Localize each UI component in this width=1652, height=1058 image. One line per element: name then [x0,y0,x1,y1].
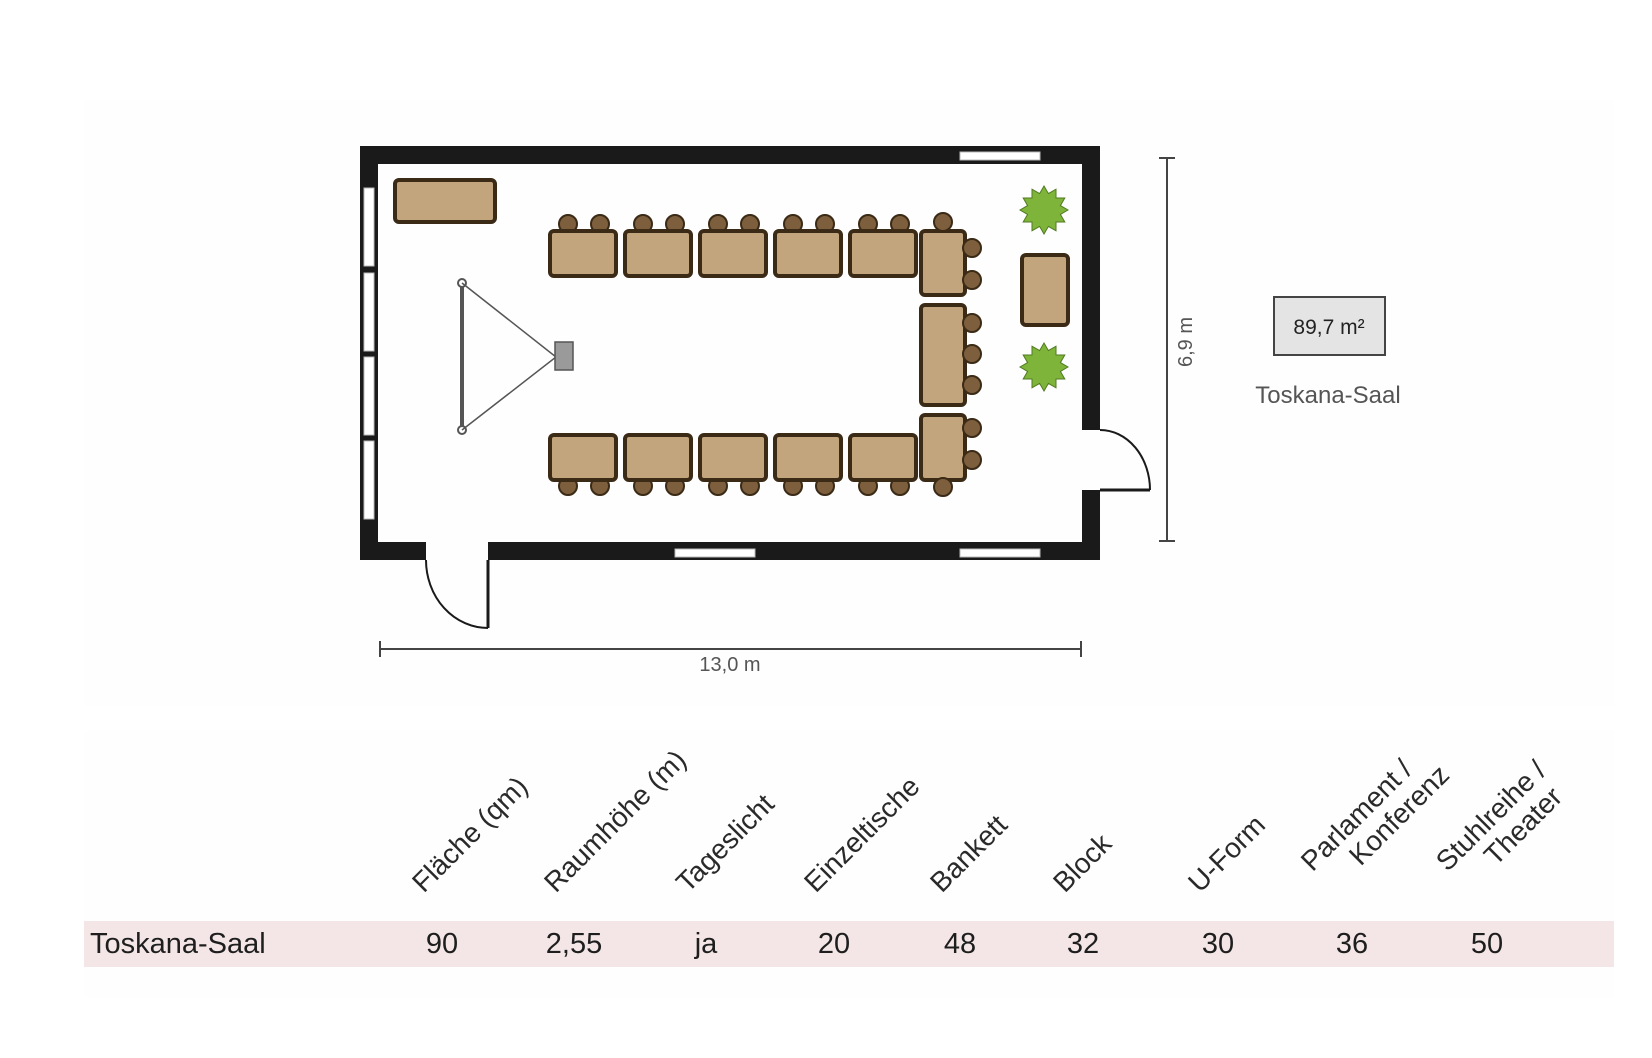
u-shape-table-layout [393,178,1070,497]
projector-screen-icon [457,278,574,435]
room-label: Toskana-Saal [1255,382,1400,409]
chair-right-0 [962,238,982,258]
table-bottom-2 [698,433,768,482]
window-0 [959,151,1041,161]
chair-right-5 [962,418,982,438]
chair-right-6 [962,450,982,470]
floor-plan: 13,0 m 6,9 m 89,7 m² Toskana-Saal [360,146,1401,676]
table-top-0 [548,229,618,278]
side-table [393,178,497,224]
dimension-lines [379,157,1175,657]
door-right-swing [1099,429,1151,491]
chair-right-1 [962,270,982,290]
table-bottom-0 [548,433,618,482]
plant-icon-top [1019,185,1069,235]
table-top-2 [698,229,768,278]
table-bottom-3 [773,433,843,482]
wall-bottom-right [488,542,1100,560]
area-label: 89,7 m² [1293,316,1364,339]
lectern-table [1020,253,1070,327]
room-name-cell: Toskana-Saal [90,928,266,960]
windows [363,151,1041,558]
window-left-1 [363,272,375,352]
doors [425,429,1151,629]
value-cell-2: ja [694,928,718,960]
value-cell-4: 48 [943,928,977,960]
width-dimension-label: 13,0 m [699,654,760,676]
chair-right-4 [962,375,982,395]
projector [554,341,574,371]
value-cell-0: 90 [425,928,459,960]
table-top-1 [623,229,693,278]
plant-icon-bottom [1019,342,1069,392]
height-dimension-label: 6,9 m [1175,317,1197,367]
value-cell-1: 2,55 [545,928,603,960]
table-row [84,921,1614,967]
area-box [1273,296,1386,356]
wall-bottom-left [360,542,426,560]
window-1 [674,548,756,558]
projection-beam [461,282,558,431]
chair-right-bottom [933,477,953,497]
wall-top [360,146,1100,164]
table-top-4 [848,229,918,278]
value-cell-8: 50 [1470,928,1504,960]
chair-right-2 [962,313,982,333]
door-left-swing [425,559,489,629]
window-2 [959,548,1041,558]
wall-right-top [1082,146,1100,430]
table-bottom-1 [623,433,693,482]
window-left-2 [363,356,375,436]
table-right-1 [919,303,967,407]
table-bottom-4 [848,433,918,482]
value-cell-3: 20 [817,928,851,960]
chair-right-3 [962,344,982,364]
wall-right-bottom [1082,490,1100,560]
table-top-3 [773,229,843,278]
table-right-2 [919,413,967,482]
table-right-0 [919,229,967,297]
window-left-0 [363,187,375,267]
value-cell-7: 36 [1335,928,1369,960]
value-cell-5: 32 [1066,928,1100,960]
plants [1019,185,1069,392]
chair-right-top [933,212,953,232]
value-cell-6: 30 [1201,928,1235,960]
floor-plan-panel [84,100,1614,706]
window-left-3 [363,440,375,520]
